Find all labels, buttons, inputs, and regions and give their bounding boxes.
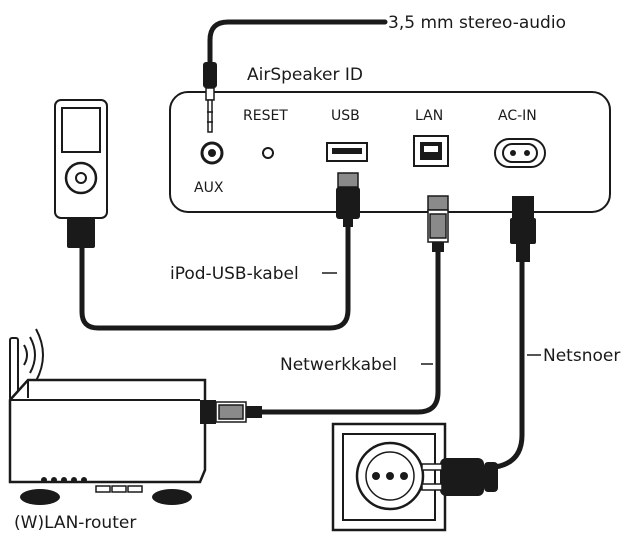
network-cable xyxy=(259,247,441,415)
usb-label: USB xyxy=(331,108,360,124)
router-icon xyxy=(8,328,207,505)
reset-button xyxy=(262,147,274,159)
audio-cable xyxy=(207,19,388,65)
usb-cable xyxy=(79,222,351,331)
audio-cable-label: 3,5 mm stereo-audio xyxy=(388,13,566,33)
device-name-label: AirSpeaker ID xyxy=(247,65,363,85)
airspeaker-rear-panel xyxy=(169,91,611,213)
aux-jack xyxy=(200,141,224,165)
usb-port xyxy=(326,142,368,162)
router-lan-plug xyxy=(200,400,262,424)
usb-cable-label: iPod-USB-kabel xyxy=(170,264,299,284)
wifi-waves-icon xyxy=(23,328,44,382)
wall-socket-icon xyxy=(331,422,447,532)
reset-label: RESET xyxy=(243,108,288,124)
lan-plug xyxy=(427,195,449,252)
usb-plug xyxy=(336,172,360,227)
power-cord-label: Netsnoer xyxy=(543,346,620,366)
power-cord xyxy=(492,257,525,470)
audio-plug xyxy=(203,62,217,133)
ac-in-label: AC-IN xyxy=(498,108,537,124)
mains-plug xyxy=(421,458,498,496)
lan-port xyxy=(413,135,449,167)
ac-in-socket xyxy=(494,138,546,168)
ac-plug xyxy=(510,196,536,262)
ipod-icon xyxy=(54,99,108,248)
lan-label: LAN xyxy=(415,108,443,124)
router-label: (W)LAN-router xyxy=(14,513,136,533)
network-cable-label: Netwerkkabel xyxy=(280,355,397,375)
aux-label: AUX xyxy=(194,180,224,196)
